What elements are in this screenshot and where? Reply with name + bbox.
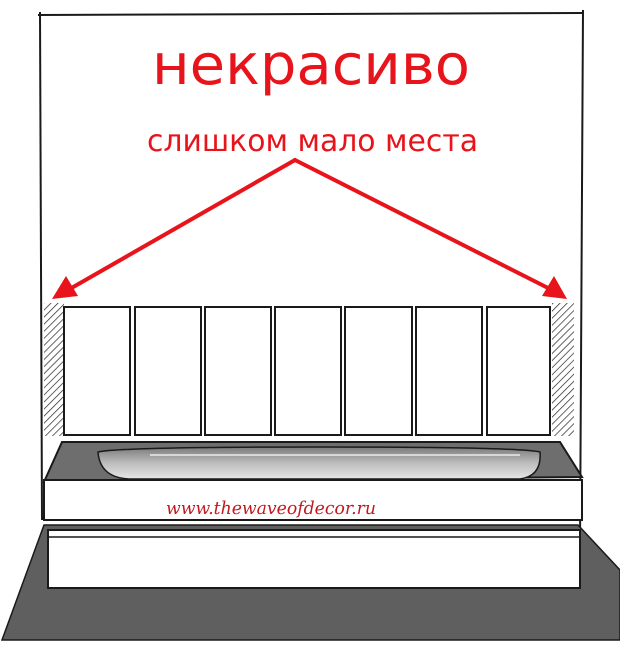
wall-panel — [63, 306, 131, 436]
bathtub-base — [47, 529, 581, 589]
left-gap-hatch — [44, 303, 64, 436]
arrows — [52, 158, 567, 299]
subtitle-text: слишком мало места — [147, 124, 478, 159]
bathtub-basin — [97, 446, 541, 480]
wall-panels — [63, 306, 551, 436]
wall-outline — [37, 9, 584, 546]
wall-panel — [274, 306, 342, 436]
wall-panel — [486, 306, 551, 436]
right-arrowhead — [542, 276, 567, 299]
wall-panel — [344, 306, 413, 436]
wall-panel — [204, 306, 272, 436]
bathtub — [42, 441, 584, 589]
right-arrow — [293, 158, 554, 292]
left-arrowhead — [52, 276, 78, 299]
right-gap-hatch — [552, 303, 574, 436]
watermark-text: www.thewaveofdecor.ru — [166, 498, 376, 519]
wall-panel — [134, 306, 202, 436]
left-arrow — [66, 158, 297, 292]
wall-panel — [415, 306, 483, 436]
bathtub-front — [43, 479, 583, 521]
title-text: некрасиво — [152, 33, 470, 98]
